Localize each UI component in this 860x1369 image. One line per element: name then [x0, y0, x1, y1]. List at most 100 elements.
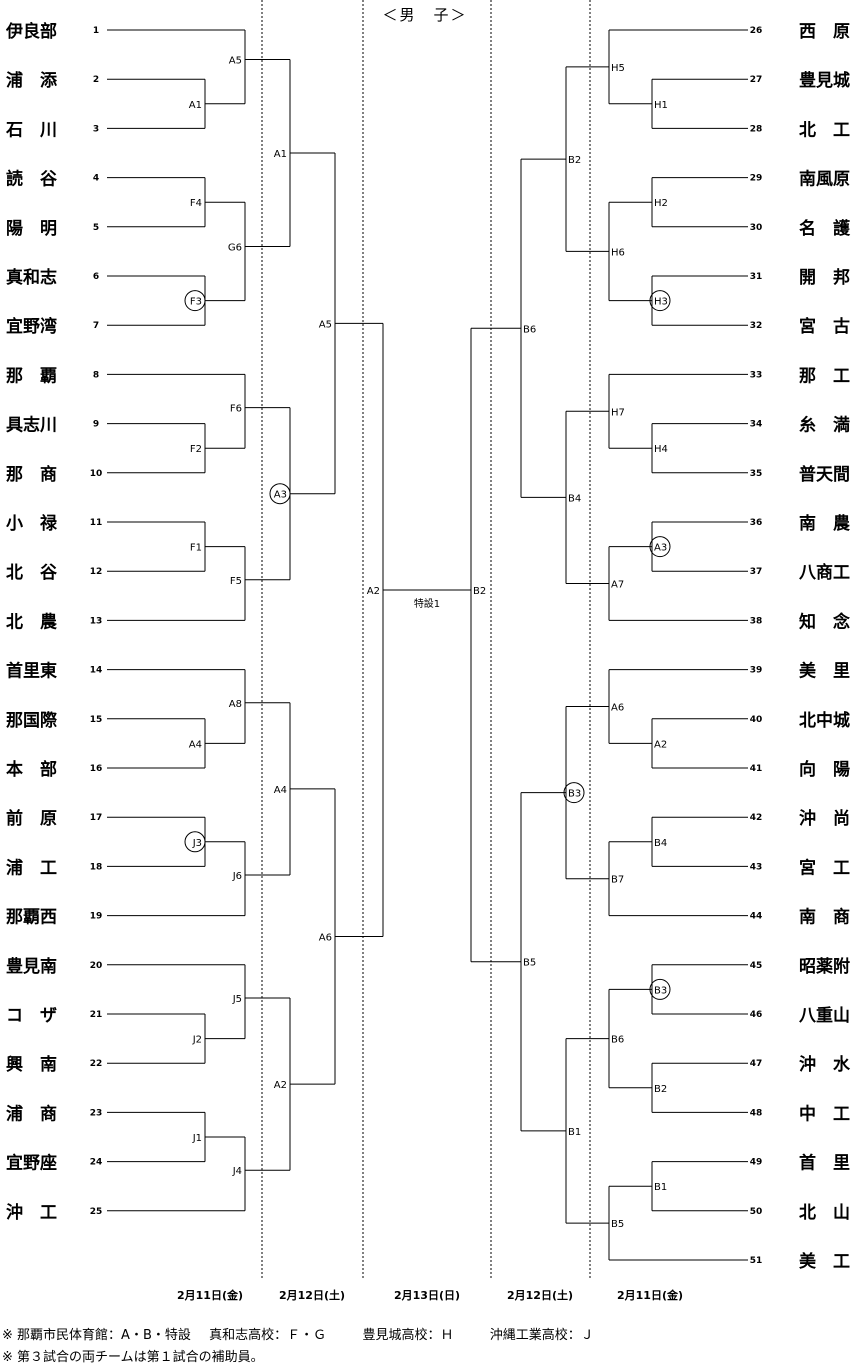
team-name: 宮 工 [799, 857, 850, 878]
bracket-lines [107, 0, 748, 1278]
seed-number: 23 [90, 1108, 103, 1118]
seed-number: 21 [90, 1010, 103, 1020]
seed-number: 47 [750, 1059, 763, 1069]
team-name: 普天間 [799, 464, 850, 485]
match-label: J6 [232, 871, 242, 882]
seed-number: 41 [750, 764, 763, 774]
circled-match-marker [563, 782, 585, 804]
team-name: 宮 古 [799, 316, 850, 337]
seed-number: 38 [750, 616, 763, 626]
circled-match-marker [649, 536, 671, 558]
match-label: B1 [568, 1127, 581, 1138]
match-label: A3 [654, 543, 667, 554]
team-name: 伊良部 [5, 21, 57, 42]
seed-number: 2 [93, 75, 99, 85]
team-name: 浦 工 [6, 857, 57, 878]
match-label: A1 [274, 149, 287, 160]
seed-number: 26 [750, 26, 763, 36]
seed-number: 6 [93, 272, 99, 282]
match-label: H6 [611, 247, 625, 258]
seed-number: 51 [750, 1256, 763, 1266]
seed-number: 7 [93, 321, 99, 331]
circled-match-marker [184, 290, 206, 312]
seed-number: 12 [90, 567, 103, 577]
seed-number: 28 [750, 124, 763, 134]
seed-number: 19 [90, 912, 103, 922]
circled-match-marker [649, 290, 671, 312]
seed-number: 33 [750, 370, 763, 380]
match-label: B3 [568, 789, 581, 800]
seed-number: 13 [90, 616, 103, 626]
seed-number: 27 [750, 75, 763, 85]
seed-number: 24 [90, 1158, 103, 1168]
match-label: J1 [192, 1133, 202, 1144]
match-label: F3 [190, 297, 202, 308]
match-label: J5 [232, 994, 242, 1005]
date-label: 2月12日(土) [279, 1288, 345, 1302]
team-name: 知 念 [798, 611, 850, 632]
match-label: B5 [611, 1219, 624, 1230]
team-name: 首里東 [6, 661, 57, 682]
team-name: 真和志 [6, 267, 57, 288]
venue-note: ※ 那覇市民体育館：A・B・特設 真和志高校：Ｆ・Ｇ 豊見城高校：Ｈ 沖縄工業高… [2, 1324, 594, 1343]
team-name: 西 原 [799, 22, 850, 42]
team-name: 名 護 [799, 218, 851, 239]
match-label: A7 [611, 580, 624, 591]
seed-number: 16 [90, 764, 103, 774]
bracket-title: ＜男 子＞ [382, 6, 467, 24]
team-name: 南 商 [799, 907, 850, 928]
team-name: 南風原 [799, 169, 850, 190]
team-name: 宜野湾 [6, 316, 57, 337]
seed-number: 15 [90, 715, 103, 725]
seed-number: 40 [750, 715, 763, 725]
team-name: 前 原 [6, 808, 57, 829]
match-label: F6 [230, 404, 242, 415]
assistant-note: ※ 第３試合の両チームは第１試合の補助員。 [2, 1350, 264, 1365]
match-label: H5 [611, 63, 625, 74]
match-label: A4 [274, 785, 287, 796]
team-name: 陽 明 [6, 219, 57, 239]
team-name: 糸 満 [799, 415, 850, 436]
circled-match-marker [649, 978, 671, 1000]
note-venue-c: 豊見城高校：Ｈ [362, 1328, 454, 1343]
team-name: 南 農 [799, 513, 850, 534]
team-name: 八商工 [799, 562, 850, 583]
team-name: 北 工 [799, 120, 850, 140]
match-label: A4 [189, 739, 202, 750]
seed-number: 18 [90, 862, 103, 872]
match-label: H4 [654, 444, 668, 455]
seed-number: 32 [750, 321, 763, 331]
match-label: A2 [654, 739, 667, 750]
match-label: F5 [230, 576, 242, 587]
match-label: B1 [654, 1182, 667, 1193]
seed-number: 48 [750, 1108, 763, 1118]
match-label: A1 [189, 100, 202, 111]
team-name: 開 邦 [799, 267, 850, 288]
match-label: A2 [274, 1080, 287, 1091]
seed-number: 17 [90, 813, 103, 823]
match-label: H2 [654, 198, 668, 209]
seed-number: 11 [90, 518, 103, 528]
match-label: B6 [523, 324, 536, 335]
team-name: 北中城 [799, 710, 850, 731]
match-label: F4 [190, 198, 202, 209]
match-label: A5 [319, 319, 332, 330]
team-name: 那覇西 [6, 908, 57, 928]
seed-number: 1 [93, 26, 99, 36]
match-label: J3 [192, 838, 202, 849]
team-name: 首 里 [799, 1153, 850, 1174]
match-label: H3 [654, 297, 668, 308]
match-label: B2 [654, 1084, 667, 1095]
match-label: J2 [192, 1035, 202, 1046]
seed-number: 46 [750, 1010, 763, 1020]
team-name: 美 工 [799, 1251, 850, 1272]
team-name: 那 覇 [6, 366, 57, 386]
team-name: 那国際 [6, 710, 58, 731]
team-name: 石 川 [5, 120, 57, 140]
team-name: 那 工 [799, 366, 850, 386]
seed-number: 14 [90, 666, 103, 676]
match-label: H1 [654, 100, 668, 111]
seed-number: 43 [750, 862, 763, 872]
match-label: J4 [232, 1166, 242, 1177]
